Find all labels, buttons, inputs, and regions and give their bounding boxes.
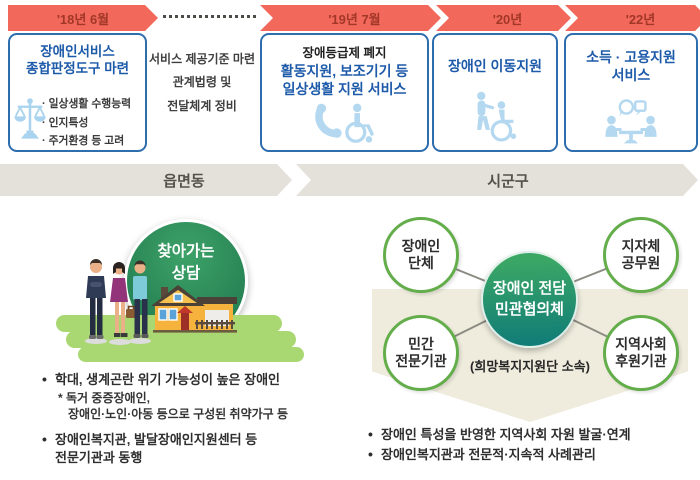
satellite-community-sponsors: 지역사회 후원기관 (603, 315, 679, 391)
step-box-grade-abolition: 장애등급제 폐지 활동지원, 보조기기 등 일상생활 지원 서비스 (260, 33, 429, 152)
council-center-circle: 장애인 전담 민관협의체 (481, 251, 578, 348)
wheelchair-assist-icon (434, 90, 556, 144)
satellite-private-institutions: 민간 전문기관 (383, 315, 459, 391)
step-title: 장애인서비스 종합판정도구 마련 (25, 44, 130, 77)
step-box-income-employment: 소득 · 고용지원 서비스 (564, 33, 698, 152)
council-bullet-2: 장애인복지관과 전문적·지속적 사례관리 (368, 445, 700, 464)
satellite-local-officials: 지자체 공무원 (603, 217, 679, 293)
scale-icon (13, 95, 47, 148)
interview-icon (566, 98, 696, 144)
step-box-mobility: 장애인 이동지원 (432, 33, 558, 152)
visit-subnote: * 독거 중증장애인, 장애인·노인·아동 등으로 구성된 취약가구 등 (58, 391, 289, 422)
people-illustration (82, 256, 154, 351)
timeline-arrow-2019: '19년 7월 (260, 5, 441, 31)
council-bullet-1: 장애인 특성을 반영한 지역사회 자원 발굴·연계 (368, 425, 700, 444)
step-details: · 일상생활 수행능력 · 인지특성 · 주거환경 등 고려 (42, 98, 132, 148)
stage-label: 읍면동 (163, 172, 205, 190)
house-illustration (151, 282, 239, 341)
step-box-assessment: 장애인서비스 종합판정도구 마련 · 일상생활 수행능력 · 인지특성 · 주거… (8, 33, 147, 152)
phone-wheelchair-icon (262, 100, 427, 144)
step-title: 장애인 이동지원 (447, 58, 543, 74)
timeline-arrow-2020: '20년 (436, 5, 571, 31)
satellite-disability-groups: 장애인 단체 (383, 217, 459, 293)
timeline-arrow-2018: '18년 6월 (8, 5, 158, 31)
timeline-date: '20년 (492, 11, 523, 27)
step-subtitle: 장애등급제 폐지 (302, 46, 387, 60)
timeline-date: '22년 (625, 11, 656, 27)
visit-bullet-2: 장애인복지관, 발달장애인지원센터 등 전문기관과 동행 (42, 430, 367, 466)
dotted-connector (163, 15, 256, 18)
stage-bar-eupmyeondong: 읍면동 (0, 164, 292, 196)
council-caption: (희망복지지원단 소속) (470, 359, 590, 374)
interim-note: 서비스 제공기준 마련 관계법령 및 전달체계 정비 (148, 52, 256, 113)
timeline-date: '19년 7월 (328, 11, 381, 27)
timeline-arrow-2022: '22년 (565, 5, 700, 31)
stage-label: 시군구 (487, 172, 529, 190)
grass-bar (78, 347, 304, 362)
step-title: 소득 · 고용지원 서비스 (586, 49, 676, 83)
step-title: 활동지원, 보조기기 등 일상생활 지원 서비스 (280, 63, 409, 97)
timeline-date: '18년 6월 (56, 11, 110, 27)
visit-bullet-1: 학대, 생계곤란 위기 가능성이 높은 장애인 (42, 370, 367, 389)
stage-bar-sigungu: 시군구 (296, 164, 698, 196)
